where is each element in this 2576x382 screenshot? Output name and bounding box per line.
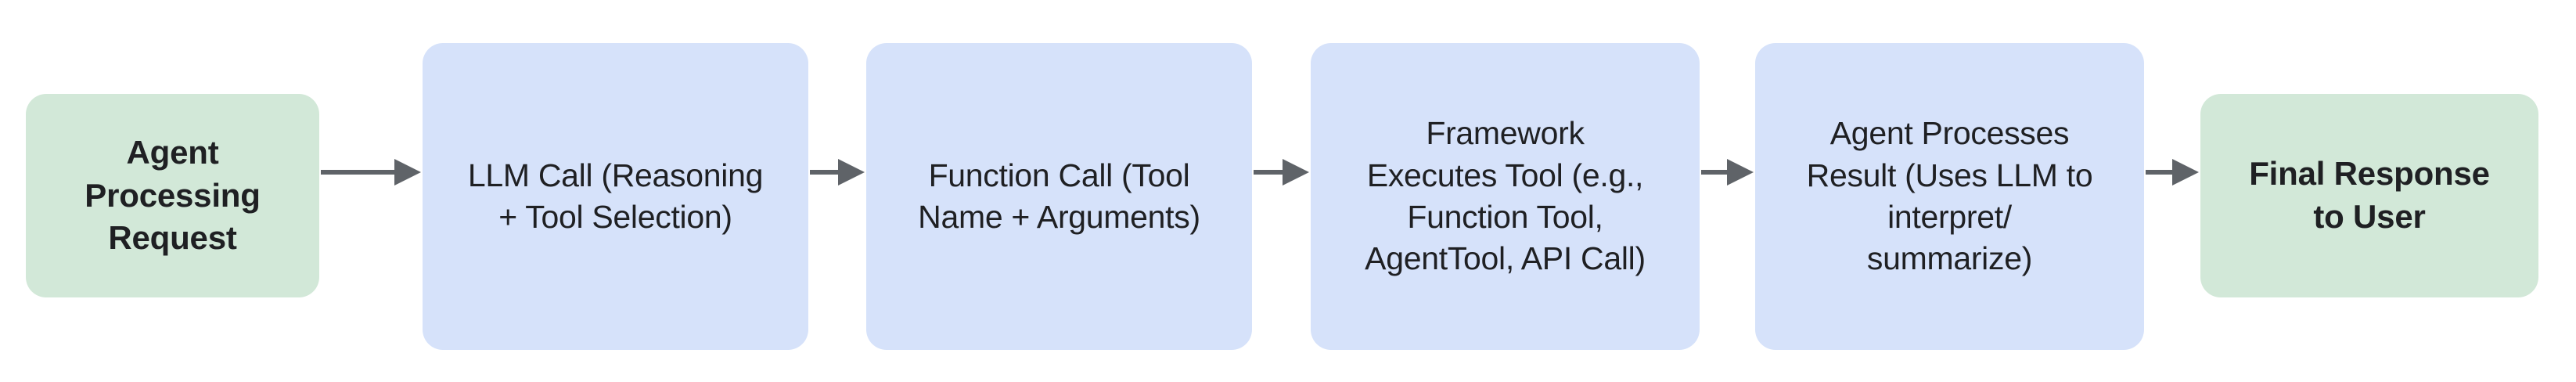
flow-arrow-2 bbox=[810, 149, 865, 196]
arrow-head-icon bbox=[394, 159, 421, 186]
flow-node-final-response-to-user[interactable]: Final Response to User bbox=[2200, 94, 2538, 297]
flow-node-label: LLM Call (Reasoning + Tool Selection) bbox=[467, 157, 764, 235]
arrow-head-icon bbox=[838, 159, 865, 186]
flow-node-label: Framework Executes Tool (e.g., Function … bbox=[1365, 115, 1646, 277]
flow-node-label: Agent Processes Result (Uses LLM to inte… bbox=[1806, 115, 2093, 277]
arrow-head-icon bbox=[2172, 159, 2199, 186]
flow-node-framework-executes-tool[interactable]: Framework Executes Tool (e.g., Function … bbox=[1311, 43, 1700, 350]
arrow-head-icon bbox=[1283, 159, 1309, 186]
flow-node-agent-processes-result[interactable]: Agent Processes Result (Uses LLM to inte… bbox=[1755, 43, 2144, 350]
flow-arrow-4 bbox=[1701, 149, 1754, 196]
flow-node-label: Agent Processing Request bbox=[85, 134, 261, 257]
flow-node-label: Final Response to User bbox=[2249, 155, 2490, 235]
flow-arrow-5 bbox=[2146, 149, 2199, 196]
arrow-head-icon bbox=[1727, 159, 1754, 186]
flow-node-function-call[interactable]: Function Call (Tool Name + Arguments) bbox=[866, 43, 1252, 350]
flow-node-agent-processing-request[interactable]: Agent Processing Request bbox=[26, 94, 319, 297]
flow-arrow-3 bbox=[1254, 149, 1309, 196]
flow-node-label: Function Call (Tool Name + Arguments) bbox=[918, 157, 1200, 235]
flow-arrow-1 bbox=[321, 149, 421, 196]
flow-node-llm-call[interactable]: LLM Call (Reasoning + Tool Selection) bbox=[423, 43, 808, 350]
